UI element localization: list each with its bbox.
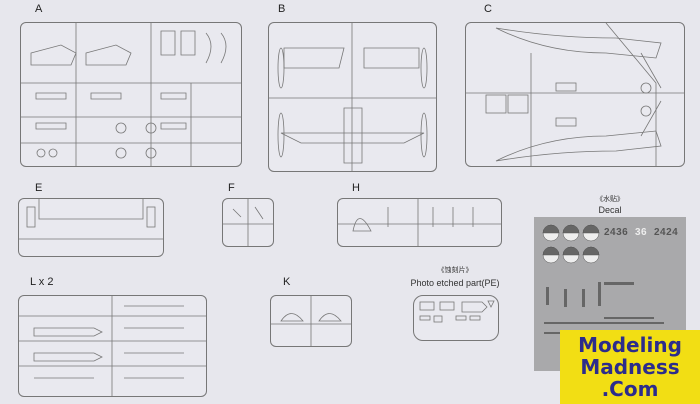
sprue-k [270,295,352,347]
watermark-line2: Madness [580,355,680,379]
decal-code-3: 2424 [654,227,679,238]
sprue-f [222,198,274,247]
sprue-k-label: K [283,276,291,288]
watermark-line1: Modeling [578,333,682,357]
decal-title-cn: 《水贴》 [596,196,624,203]
decal-title: Decal [598,205,622,215]
sprue-a [20,22,242,167]
sprue-h [337,198,502,247]
pe-title: Photo etched part(PE) [410,278,500,288]
pe-title-cn: 《蚀刻片》 [437,267,473,274]
sprue-c-label: C [484,3,492,15]
sprue-f-label: F [228,182,235,194]
watermark-line3: .Com [601,377,659,401]
sprue-b-label: B [278,3,286,15]
sprue-l-label: L x 2 [30,276,54,288]
watermark: Modeling Madness .Com [560,330,700,404]
sprue-a-label: A [35,3,43,15]
pe-fret [413,295,499,341]
decal-code-1: 2436 [604,227,629,238]
sprue-h-label: H [352,182,360,194]
sprue-e [18,198,164,257]
sprue-e-label: E [35,182,43,194]
sprue-l [18,295,207,397]
sprue-c [465,22,685,167]
sprue-b [268,22,437,172]
decal-code-2: 36 [635,227,648,238]
